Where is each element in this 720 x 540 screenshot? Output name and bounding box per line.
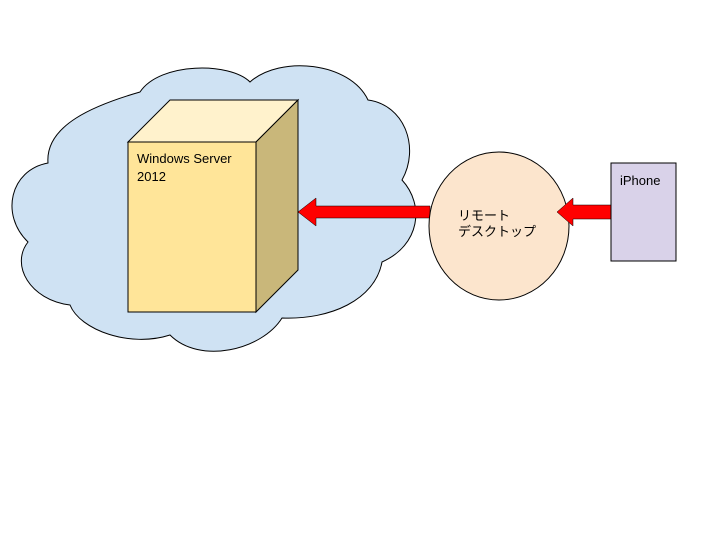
remote-desktop-label-line1: リモート: [458, 208, 510, 223]
server-label-line2: 2012: [137, 169, 166, 184]
remote-desktop-node: リモート デスクトップ: [428, 151, 570, 301]
phone-label: iPhone: [620, 173, 660, 188]
phone-node: iPhone: [610, 162, 677, 262]
server-box-icon: Windows Server 2012: [126, 98, 300, 314]
remote-desktop-label-line2: デスクトップ: [458, 224, 536, 239]
server-label-line1: Windows Server: [137, 151, 232, 166]
